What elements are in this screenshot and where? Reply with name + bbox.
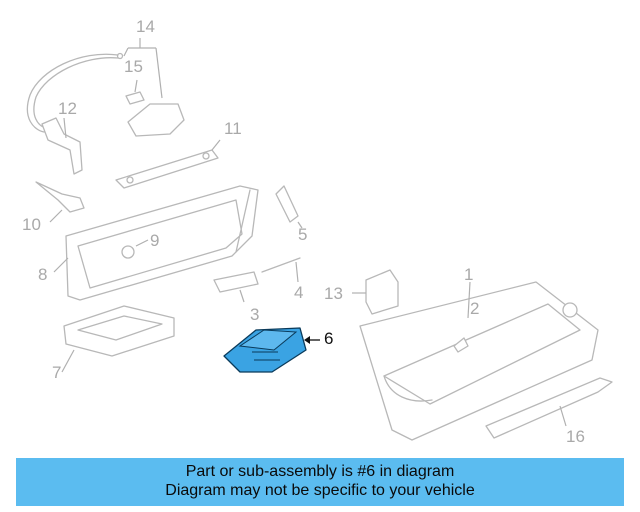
part-7-tray	[61, 305, 175, 373]
callout-13: 13	[324, 284, 343, 303]
part-4-rod	[261, 257, 301, 283]
callout-1: 1	[464, 265, 474, 284]
part-10-bracket	[35, 181, 85, 223]
callout-15: 15	[124, 57, 143, 76]
part-13-actuator	[352, 269, 399, 315]
part-6-highlighted	[223, 327, 320, 373]
callout-11: 11	[224, 119, 242, 138]
callout-6: 6	[324, 329, 334, 348]
part-14-cable	[26, 38, 185, 175]
callout-5: 5	[298, 225, 308, 244]
banner-line-1: Part or sub-assembly is #6 in diagram	[185, 463, 455, 480]
part-16-strip	[485, 377, 613, 439]
callout-4: 4	[294, 283, 304, 302]
part-5-fastener	[275, 185, 303, 229]
part-1-glove-box	[359, 281, 599, 441]
callout-7: 7	[52, 363, 62, 382]
info-banner: Part or sub-assembly is #6 in diagram Di…	[16, 458, 624, 506]
part-3-latch	[213, 271, 259, 303]
callout-2: 2	[470, 299, 480, 318]
part-8-panel	[53, 185, 259, 301]
banner-line-2: Diagram may not be specific to your vehi…	[165, 482, 475, 499]
callout-3: 3	[250, 305, 260, 324]
diagram-drawing	[26, 38, 613, 441]
callout-10: 10	[22, 215, 41, 234]
part-9-screw	[121, 239, 149, 259]
callout-14: 14	[136, 17, 155, 36]
callout-12: 12	[58, 99, 77, 118]
callout-8: 8	[38, 265, 48, 284]
parts-diagram: 14 15 12 11 10 9 5 8 4 13 1 2 3 6 7 16	[22, 17, 613, 446]
callout-9: 9	[150, 231, 160, 250]
part-11-rail	[115, 139, 221, 189]
callout-16: 16	[566, 427, 585, 446]
